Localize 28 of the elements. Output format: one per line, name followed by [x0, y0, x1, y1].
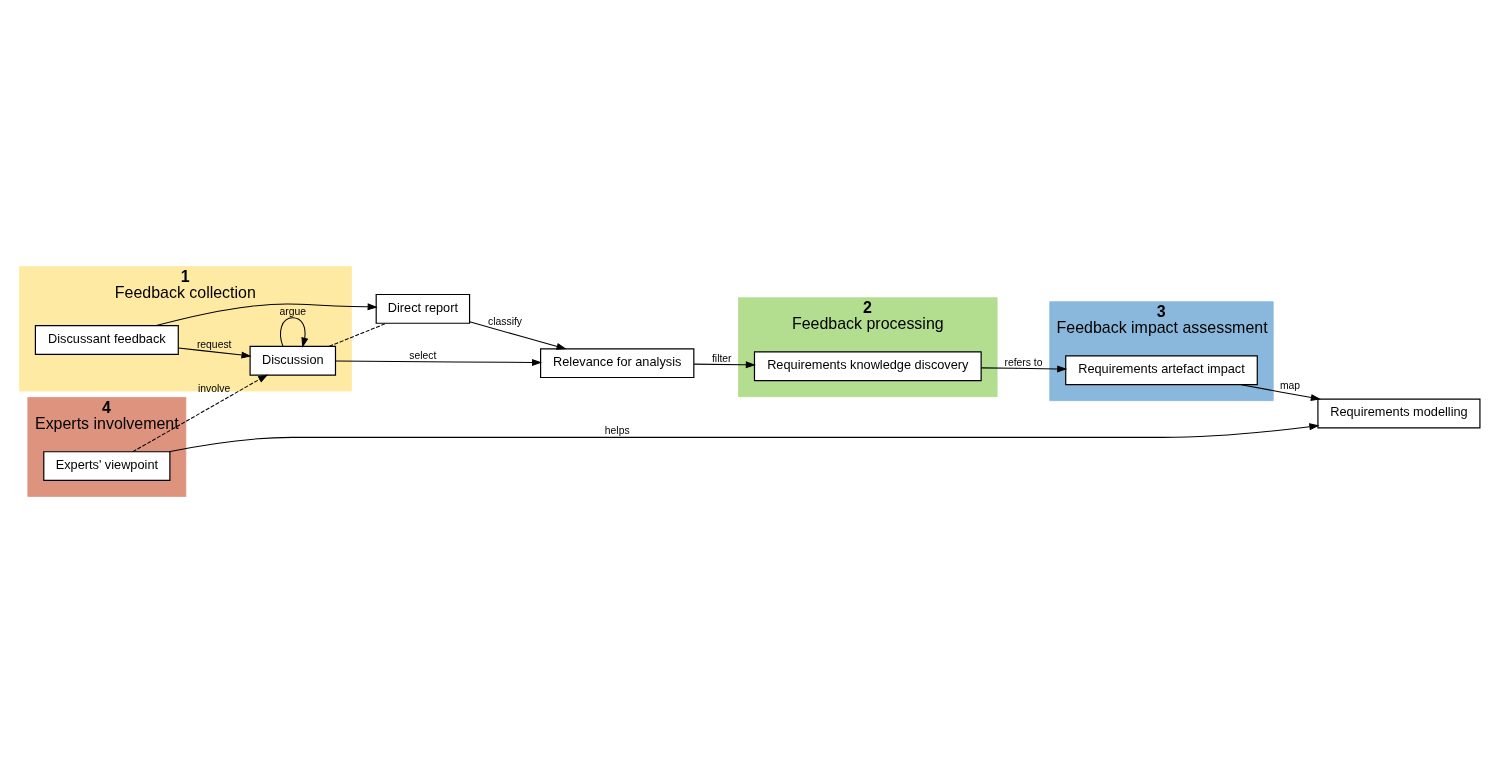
edge-label: refers to: [1004, 356, 1043, 368]
edge-label: argue: [279, 305, 307, 317]
edge-label: map: [1279, 380, 1301, 391]
edge-label: helps: [604, 425, 630, 437]
arrow: [693, 361, 756, 369]
arrow: [980, 365, 1068, 373]
arrow: [132, 374, 269, 453]
node-box: Requirements knowledge discovery: [753, 351, 982, 382]
arrow: [280, 317, 309, 348]
edge-label: request: [196, 338, 232, 350]
arrow: [168, 423, 1320, 453]
edge-label: classify: [488, 316, 523, 328]
connector: [328, 322, 387, 347]
node-box: Discussant feedback: [34, 325, 179, 355]
arrow: [177, 347, 252, 359]
node-box: Requirements modelling: [1317, 398, 1481, 429]
node-box: Experts' viewpoint: [43, 451, 171, 482]
edge-label: select: [409, 349, 437, 361]
node-box: Direct report: [375, 293, 471, 324]
arrow: [469, 321, 567, 350]
node-box: Relevance for analysis: [540, 348, 695, 379]
node-box: Requirements artefact impact: [1065, 355, 1258, 386]
edge-label: involve: [198, 383, 231, 395]
arrow: [1240, 384, 1321, 401]
arrow: [155, 303, 378, 327]
node-box: Discussion: [249, 345, 337, 376]
edge-label: filter: [711, 352, 732, 364]
arrow: [335, 359, 543, 367]
